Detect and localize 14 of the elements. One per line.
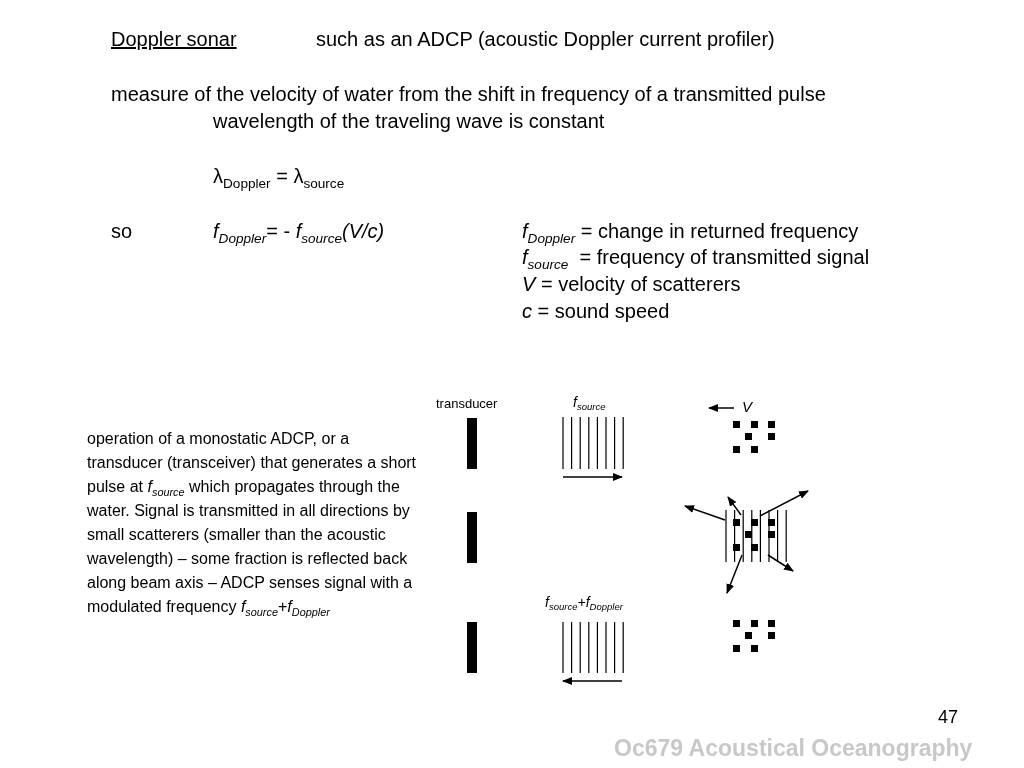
subtitle: such as an ADCP (acoustic Doppler current profiler)	[316, 27, 775, 51]
page-number: 47	[938, 706, 959, 729]
text-line: wavelength of the traveling wave is constant	[213, 109, 605, 133]
figure-label: f$_{source}$+f$_{Doppler}$	[545, 593, 623, 612]
text-line: measure of the velocity of water from the shift in frequency of a transmitted pulse	[111, 82, 826, 106]
description-paragraph: operation of a monostatic ADCP, or a transducer (transceiver) that generates a short pulse at f$_{source}$ which propagates through the water. Signal is transmitted in all directions by small scatterers (smaller than the acoustic wavelength) – some fraction is reflected back along beam axis – ADCP senses signal with a modulated frequency f$_{source}$+f$_{Doppler}$	[87, 429, 418, 619]
definition: f$_{source}$ = frequency of transmitted signal	[522, 246, 870, 269]
figure-label: V	[742, 397, 752, 417]
definition: c = sound speed	[522, 299, 670, 323]
figure-label: transducer	[436, 396, 498, 412]
definition: V = velocity of scatterers	[522, 272, 741, 296]
text-line: so	[111, 219, 133, 243]
figure-label: f$_{source}$	[573, 393, 606, 412]
heading: Doppler sonar	[111, 27, 237, 51]
